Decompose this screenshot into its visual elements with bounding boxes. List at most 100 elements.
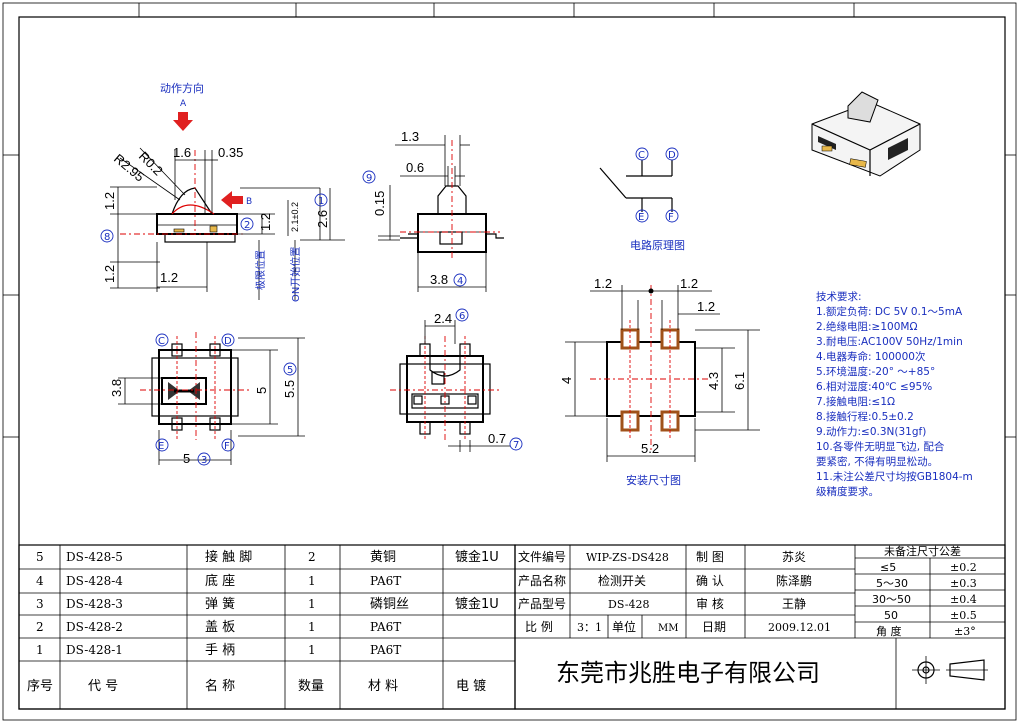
bom-material: PA6T xyxy=(370,620,401,634)
product-model-label: 产品型号 xyxy=(518,597,566,611)
bom-name: 接 触 脚 xyxy=(205,549,252,565)
svg-text:8: 8 xyxy=(104,232,110,243)
top-view: 3.8 5 5.5 5 C D E F 5 3 xyxy=(109,332,305,466)
dim-install-1-2-left: 1.2 xyxy=(594,276,612,291)
tech-line: 2.绝缘电阻:≥100MΩ xyxy=(816,320,917,333)
tech-line: 5.环境温度:-20° ～+85° xyxy=(816,365,935,378)
tolerance-title: 未备注尺寸公差 xyxy=(884,544,961,558)
circuit-pin-f: F xyxy=(668,212,674,223)
front-view: 1.3 0.6 0.15 3.8 9 4 xyxy=(362,129,504,292)
circuit-pin-c: C xyxy=(638,150,645,161)
bom-qty: 1 xyxy=(308,620,316,634)
bom-no: 2 xyxy=(36,620,44,634)
bom-code: DS-428-5 xyxy=(66,550,123,564)
balloon-8 xyxy=(100,229,114,243)
bom-header-code: 代 号 xyxy=(88,679,118,694)
bom-name: 盖 板 xyxy=(205,620,235,635)
bom-qty: 1 xyxy=(308,574,316,588)
dim-install-5-2: 5.2 xyxy=(641,441,659,456)
check-value: 陈泽鹏 xyxy=(776,573,812,588)
balloon-6 xyxy=(455,308,469,322)
dim-0-6: 0.6 xyxy=(406,160,424,175)
dim-install-4: 4 xyxy=(559,377,574,384)
arrow-b-label: B xyxy=(246,197,252,207)
unit-value: MM xyxy=(658,623,678,634)
dim-side-1-2-base: 1.2 xyxy=(160,270,178,285)
tolerance-range: 30～50 xyxy=(872,593,911,606)
svg-text:2: 2 xyxy=(244,220,250,231)
bom-name: 手 柄 xyxy=(205,643,235,658)
install-title: 安装尺寸图 xyxy=(626,473,681,487)
dim-1-6: 1.6 xyxy=(173,145,191,160)
tech-line: 8.接触行程:0.5±0.2 xyxy=(816,410,914,423)
balloon-4 xyxy=(453,273,467,287)
top-balloon-d: D xyxy=(224,336,232,347)
bom-plating: 镀金1U xyxy=(455,596,499,612)
tech-line: 要紧密, 不得有明显松动。 xyxy=(816,455,938,468)
file-no-label: 文件编号 xyxy=(518,549,566,564)
arrow-a-icon xyxy=(173,112,193,131)
dim-side-1-2-top: 1.2 xyxy=(102,192,117,210)
dim-install-6-1: 6.1 xyxy=(732,372,747,390)
tech-line: 7.接触电阻:≤1Ω xyxy=(816,395,895,408)
dim-install-1-2-gap: 1.2 xyxy=(697,299,715,314)
install-footprint: 1.2 1.2 1.2 4 4.3 6.1 5.2 安装尺寸图 xyxy=(559,276,760,487)
bom-header-name: 名 称 xyxy=(205,678,235,694)
balloon-7 xyxy=(509,437,523,451)
bom-qty: 2 xyxy=(308,550,316,564)
tolerance-value: ±0.4 xyxy=(950,593,977,606)
tech-line: 6.相对湿度:40℃ ≤95% xyxy=(816,380,932,393)
bom-no: 3 xyxy=(36,597,44,611)
projection-symbol-icon xyxy=(912,656,988,684)
tech-line: 3.耐电压:AC100V 50Hz/1min xyxy=(816,335,963,348)
draw-label: 制 图 xyxy=(696,550,724,564)
limit-position-label: 极限位置 xyxy=(254,250,267,290)
tech-requirements: 技术要求: 1.额定负荷: DC 5V 0.1～5mA 2.绝缘电阻:≥100M… xyxy=(816,290,973,498)
file-no-value: WIP-ZS-DS428 xyxy=(586,551,669,564)
bom-name: 弹 簧 xyxy=(205,596,235,612)
draw-value: 苏炎 xyxy=(782,550,806,564)
bom-material: PA6T xyxy=(370,643,401,657)
action-direction-label: 动作方向 xyxy=(160,81,204,95)
tech-line: 级精度要求。 xyxy=(816,485,879,498)
bom-code: DS-428-2 xyxy=(66,620,123,634)
side-view: 动作方向 A B xyxy=(100,81,345,302)
bom-plating: 镀金1U xyxy=(455,549,499,565)
balloon-9 xyxy=(362,170,376,184)
bom-material: 黄铜 xyxy=(370,550,396,565)
bom-qty: 1 xyxy=(308,597,316,611)
arrow-b-icon xyxy=(221,191,243,209)
bom-table: 5 DS-428-5 接 触 脚 2 黄铜 镀金1U 4 DS-428-4 底 … xyxy=(18,544,516,710)
svg-text:9: 9 xyxy=(366,173,372,184)
dim-side-1-2-bottom: 1.2 xyxy=(102,265,117,283)
svg-text:5: 5 xyxy=(287,365,293,376)
dim-top-width-5: 5 xyxy=(183,451,190,466)
tolerance-table: 未备注尺寸公差 ≤5 ±0.2 5～30 ±0.3 30～50 ±0.4 50 … xyxy=(855,544,1005,638)
circuit-pin-d: D xyxy=(668,150,676,161)
tolerance-range: ≤5 xyxy=(880,561,896,574)
tech-line: 4.电器寿命: 100000次 xyxy=(816,350,926,363)
svg-text:6: 6 xyxy=(459,311,465,322)
balloon-1 xyxy=(314,193,328,207)
balloon-5 xyxy=(283,362,297,376)
product-name-label: 产品名称 xyxy=(518,573,566,588)
circuit-diagram: C D E F 电路原理图 xyxy=(599,147,685,252)
circuit-pin-e: E xyxy=(638,212,644,223)
tech-line: 11.未注公差尺寸均按GB1804-m xyxy=(816,470,973,483)
dim-0-35: 0.35 xyxy=(218,145,243,160)
tolerance-value: ±0.2 xyxy=(950,561,977,574)
top-body xyxy=(158,349,232,425)
bom-code: DS-428-4 xyxy=(66,574,123,588)
tech-line: 9.动作力:≤0.3N(31gf) xyxy=(816,425,926,438)
arrow-a-label: A xyxy=(180,99,187,109)
scale-value: 3：1 xyxy=(577,621,602,634)
tolerance-value: ±0.3 xyxy=(950,577,977,590)
bom-header-no: 序号 xyxy=(27,679,53,694)
tolerance-value: ±3° xyxy=(954,625,976,638)
product-name-value: 检测开关 xyxy=(598,573,646,588)
bom-name: 底 座 xyxy=(205,573,235,589)
dim-2-1: 2.1±0.2 xyxy=(290,202,300,232)
side-body xyxy=(156,213,238,235)
